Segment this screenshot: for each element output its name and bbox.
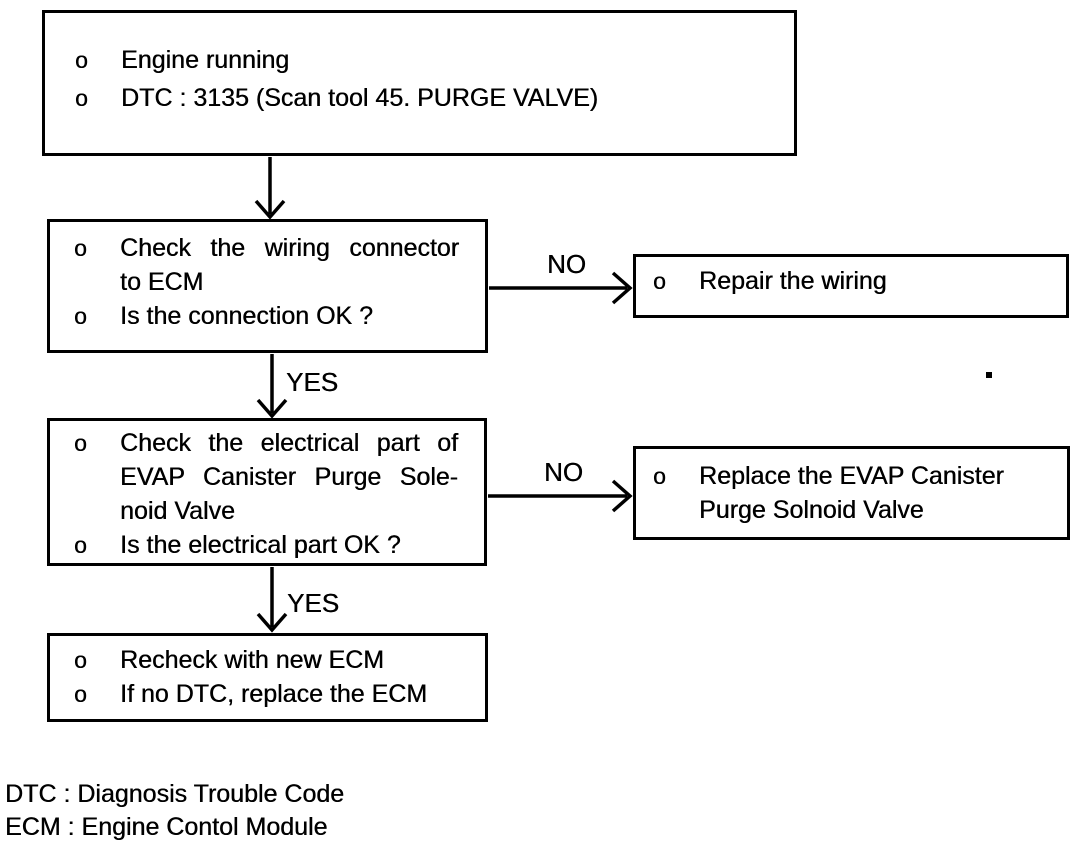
bullet-item: o Check the electrical part of EVAP Cani… — [74, 426, 458, 528]
step-text-line: noid Valve — [120, 497, 235, 525]
connector-label-yes: YES — [287, 588, 340, 618]
condition-engine-running: Engine running — [121, 46, 290, 74]
abbreviation-legend: DTC : Diagnosis Trouble Code ECM : Engin… — [5, 778, 344, 844]
bullet-marker: o — [653, 268, 666, 294]
flow-box-start-conditions: o Engine running o DTC : 3135 (Scan tool… — [42, 10, 797, 156]
arrow-no-to-repair-wiring — [489, 271, 633, 305]
step-text-line: Check the wiring connector — [120, 234, 459, 262]
bullet-marker: o — [74, 681, 87, 707]
action-text-line: Repair the wiring — [699, 267, 887, 295]
action-text-line: Replace the EVAP Canister — [699, 462, 1004, 490]
bullet-marker: o — [74, 235, 87, 261]
bullet-item: o Engine running — [75, 41, 774, 79]
bullet-marker: o — [75, 47, 88, 73]
bullet-item: o Recheck with new ECM — [74, 643, 465, 677]
arrow-no-to-replace-valve — [488, 479, 633, 513]
bullet-item: o Replace the EVAP Canister Purge Solnoi… — [653, 459, 1053, 527]
bullet-marker: o — [74, 647, 87, 673]
legend-dtc-definition: DTC : Diagnosis Trouble Code — [5, 780, 345, 808]
question-text-line: Is the electrical part OK ? — [120, 531, 401, 559]
legend-ecm-definition: ECM : Engine Contol Module — [5, 813, 328, 841]
bullet-item: o If no DTC, replace the ECM — [74, 677, 465, 711]
flow-box-replace-valve: o Replace the EVAP Canister Purge Solnoi… — [633, 446, 1070, 540]
flow-box-check-wiring: o Check the wiring connector to ECM o Is… — [47, 219, 488, 353]
bullet-marker: o — [653, 463, 666, 489]
bullet-marker: o — [74, 532, 87, 558]
bullet-marker: o — [75, 85, 88, 111]
bullet-marker: o — [74, 303, 87, 329]
flow-box-check-electrical: o Check the electrical part of EVAP Cani… — [47, 418, 487, 566]
arrow-yes-to-recheck-ecm — [256, 567, 288, 633]
step-text-line: to ECM — [120, 268, 204, 296]
flow-box-repair-wiring: o Repair the wiring — [633, 254, 1069, 318]
connector-label-no: NO — [544, 457, 583, 487]
bullet-marker: o — [74, 430, 87, 456]
bullet-item: o Check the wiring connector to ECM — [74, 231, 459, 299]
step-text-line: Check the electrical part of — [120, 429, 458, 457]
step-text-line: EVAP Canister Purge Sole- — [120, 463, 458, 491]
action-text-line: Purge Solnoid Valve — [699, 496, 924, 524]
step-text-line: If no DTC, replace the ECM — [120, 680, 428, 708]
bullet-item: o Is the connection OK ? — [74, 299, 459, 333]
bullet-item: o DTC : 3135 (Scan tool 45. PURGE VALVE) — [75, 79, 774, 117]
flow-box-recheck-ecm: o Recheck with new ECM o If no DTC, repl… — [47, 633, 488, 722]
arrow-start-to-check-wiring — [254, 157, 286, 220]
condition-dtc-code: DTC : 3135 (Scan tool 45. PURGE VALVE) — [121, 84, 599, 112]
ink-speck-artifact — [986, 372, 992, 378]
arrow-yes-to-check-electrical — [256, 354, 288, 419]
bullet-item: o Repair the wiring — [653, 264, 1048, 298]
step-text-line: Recheck with new ECM — [120, 646, 384, 674]
question-text-line: Is the connection OK ? — [120, 302, 373, 330]
connector-label-no: NO — [547, 249, 586, 279]
connector-label-yes: YES — [286, 367, 339, 397]
bullet-item: o Is the electrical part OK ? — [74, 528, 458, 562]
